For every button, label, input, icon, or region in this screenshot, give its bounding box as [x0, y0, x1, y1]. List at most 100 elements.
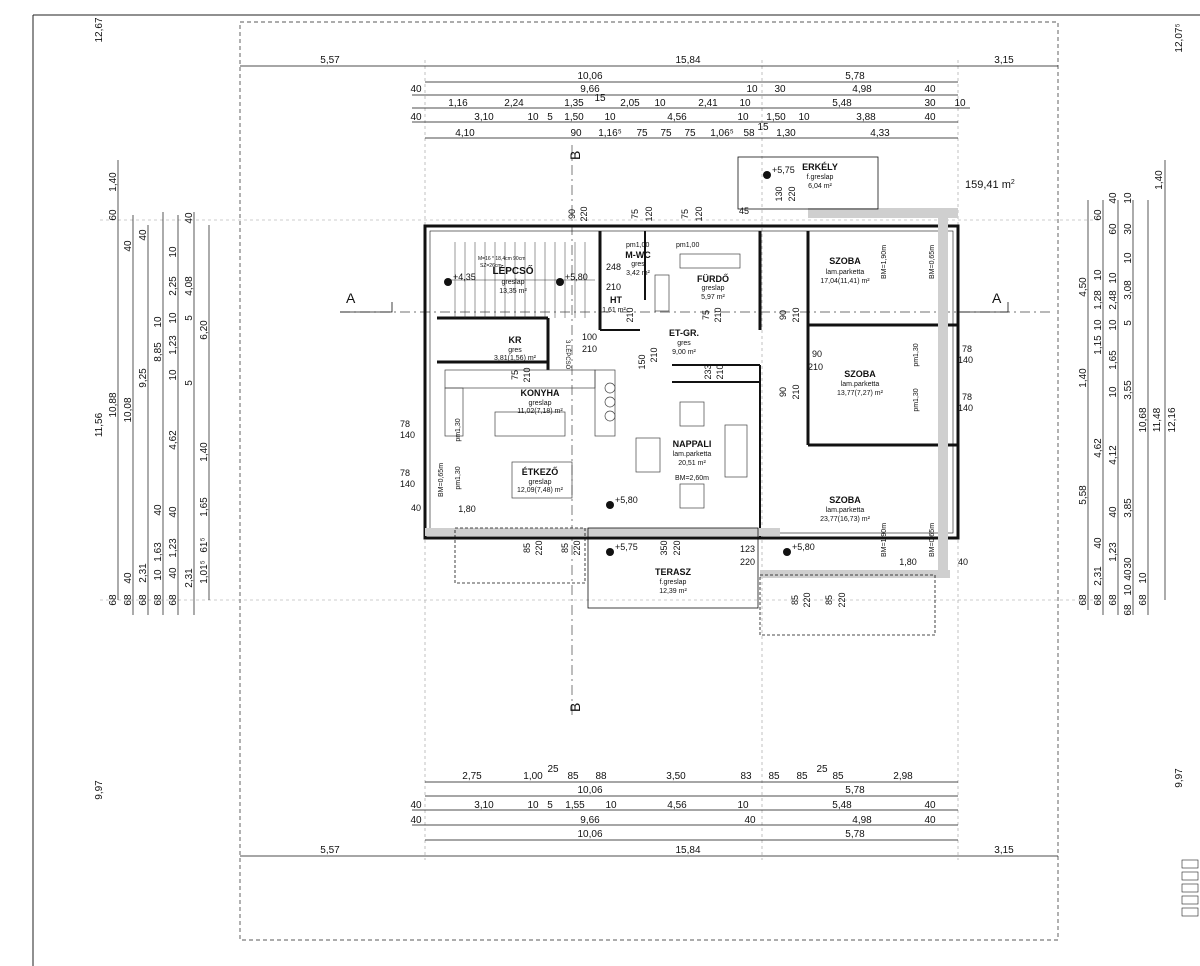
height-notes: BM=1,90m BM=0,65m BM=0,65m BM=1,90m BM=0…: [438, 242, 936, 557]
dim-text: 9,97: [94, 780, 105, 800]
level-marker-icon: [606, 548, 614, 556]
dim-text: 10: [1138, 572, 1149, 584]
dim-text: 2,25: [168, 276, 179, 296]
svg-text:75: 75: [510, 370, 520, 380]
dim-text: 10: [168, 312, 179, 324]
dim-text: 10,88: [108, 392, 119, 417]
svg-text:pm1,00: pm1,00: [626, 242, 649, 249]
dim-text: 15,84: [675, 845, 700, 856]
dim-text: 4,10: [455, 128, 475, 139]
room-floor: gres: [631, 261, 645, 268]
svg-text:78: 78: [962, 392, 972, 402]
svg-text:123: 123: [740, 544, 755, 554]
svg-text:210: 210: [791, 307, 801, 322]
dim-text: 9,66: [580, 84, 600, 95]
svg-text:220: 220: [740, 557, 755, 567]
dim-text: 3,15: [994, 55, 1014, 66]
room-floor: lam.parketta: [826, 269, 865, 276]
svg-text:1,80: 1,80: [899, 557, 917, 567]
svg-text:pm1,00: pm1,00: [676, 242, 699, 249]
room-area: 20,51 m²: [678, 460, 706, 467]
dim-text: 30: [1123, 557, 1134, 569]
right-dimension-chains: [1087, 160, 1166, 615]
svg-text:220: 220: [802, 592, 812, 607]
room-floor: greslap: [502, 279, 525, 286]
svg-text:210: 210: [713, 307, 723, 322]
svg-text:85: 85: [560, 543, 570, 553]
dim-text: 2,31: [184, 568, 195, 588]
dim-text: 3,08: [1123, 280, 1134, 300]
room-name: KR: [509, 335, 522, 345]
dim-text: 85: [567, 771, 579, 782]
dim-text: 40: [138, 229, 149, 241]
svg-text:85: 85: [790, 595, 800, 605]
room-area: 3,81(1,56) m²: [494, 355, 537, 362]
svg-text:220: 220: [837, 592, 847, 607]
dim-text: 3,10: [474, 800, 494, 811]
svg-text:350: 350: [659, 540, 669, 555]
dim-text: 10,06: [577, 829, 602, 840]
stair-note-1: M=16 * 18,4cm 90cm: [478, 256, 525, 262]
dim-text: 1,23: [1108, 542, 1119, 562]
dim-text: 1,28: [1093, 290, 1104, 310]
svg-text:210: 210: [625, 307, 635, 322]
room-name: SZOBA: [829, 495, 861, 505]
dim-text: 12,07⁵: [1174, 23, 1185, 52]
level-marker-icon: [783, 548, 791, 556]
furniture: [444, 253, 748, 509]
dim-text: 4,33: [870, 128, 890, 139]
dim-text: 1,16⁵: [598, 128, 622, 139]
dim-text: 5,48: [832, 98, 852, 109]
dim-text: 10: [1123, 192, 1134, 204]
svg-text:120: 120: [694, 206, 704, 221]
dim-text: 2,31: [138, 563, 149, 583]
level-label: +5,75: [615, 542, 638, 552]
dim-text: 30: [924, 98, 936, 109]
dim-text: 1,40: [199, 442, 210, 462]
level-label: +5,80: [615, 495, 638, 505]
left-dimension-texts: 12,67 11,56 9,97 1,40 60 40 10,88 40 68 …: [94, 17, 210, 800]
room-floor: lam.parketta: [673, 451, 712, 458]
dim-text: 60: [108, 209, 119, 221]
room-area: 13,35 m²: [499, 288, 527, 295]
stair-count-label: 3 LÉPCSŐ: [564, 340, 571, 370]
dim-text: 1,50: [564, 112, 584, 123]
dim-text: 4,12: [1108, 445, 1119, 465]
dim-text: 5: [547, 112, 553, 123]
dim-text: 68: [153, 594, 164, 606]
dim-text: 75: [684, 128, 696, 139]
svg-text:120: 120: [644, 206, 654, 221]
svg-text:90: 90: [778, 310, 788, 320]
dim-text: 1,65: [199, 497, 210, 517]
dim-text: 10: [737, 112, 749, 123]
section-b-top-label: B: [567, 151, 583, 160]
stair-treads: [445, 242, 595, 318]
dim-text: 10,68: [1138, 407, 1149, 432]
dim-text: 68: [1123, 604, 1134, 616]
top-dimension-texts: 5,57 15,84 3,15 10,06 5,78 40 9,66 10 30…: [320, 55, 1014, 139]
dim-text: 10: [527, 800, 539, 811]
room-floor: gres: [677, 340, 691, 347]
dim-text: 4,98: [852, 84, 872, 95]
dim-text: 61⁵: [199, 537, 210, 552]
dim-text: 4,62: [1093, 438, 1104, 458]
dim-text: 10: [153, 569, 164, 581]
level-label: +5,80: [565, 272, 588, 282]
dim-text: 40: [184, 212, 195, 224]
svg-text:220: 220: [534, 540, 544, 555]
dim-text: 10: [605, 800, 617, 811]
dim-text: 10: [153, 316, 164, 328]
dim-text: 1,63: [153, 542, 164, 562]
svg-text:130: 130: [774, 186, 784, 201]
room-floor: f.greslap: [807, 174, 834, 181]
svg-text:45: 45: [739, 206, 749, 216]
dim-text: 3,88: [856, 112, 876, 123]
dim-text: 75: [636, 128, 648, 139]
dim-text: 1,35: [564, 98, 584, 109]
building-walls: [423, 224, 960, 540]
dim-text: 40: [924, 112, 936, 123]
dim-text: 10: [1093, 269, 1104, 281]
svg-text:210: 210: [715, 364, 725, 379]
dim-text: 85: [768, 771, 780, 782]
svg-text:75: 75: [680, 209, 690, 219]
